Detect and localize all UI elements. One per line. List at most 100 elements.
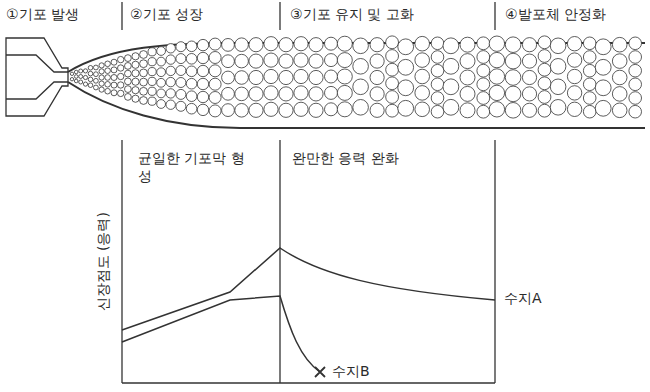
stage-label: ①기포 발생 (6, 6, 79, 24)
bubble (111, 59, 117, 65)
bubble (567, 69, 581, 83)
bubble (111, 67, 117, 73)
bubble (140, 60, 148, 68)
bubble (157, 57, 166, 66)
bubble (186, 41, 197, 52)
bubble (99, 75, 104, 80)
bubble (279, 87, 293, 101)
bubble (415, 102, 430, 117)
stage-label: ④발포체 안정화 (505, 6, 606, 24)
bubble (477, 37, 490, 50)
bubble (157, 47, 166, 56)
bubble (583, 105, 596, 118)
bubble (157, 100, 166, 109)
bubble (118, 90, 124, 96)
bubble (197, 104, 208, 115)
bubble (309, 70, 323, 84)
bubble (264, 102, 278, 116)
bubble (222, 71, 235, 84)
bubble (583, 92, 596, 105)
bubble (197, 65, 208, 76)
bubble (88, 71, 93, 76)
bubble (125, 78, 132, 85)
bubble (294, 86, 308, 100)
bubble (176, 101, 186, 111)
bubble (264, 53, 278, 67)
bubble (105, 88, 111, 94)
bubble (94, 72, 99, 77)
bubble (148, 77, 156, 85)
bubble (186, 91, 197, 102)
stage-divider (279, 2, 280, 30)
bubble (325, 54, 338, 67)
bubble (140, 69, 148, 77)
bubble (443, 99, 459, 115)
bubble (538, 36, 551, 49)
bubble (157, 68, 166, 77)
bubble (125, 63, 132, 70)
bubble (386, 104, 399, 117)
bubble (550, 38, 566, 54)
bubble (629, 37, 642, 50)
bubble (132, 95, 139, 102)
bubble (148, 97, 156, 105)
bubble (279, 103, 293, 117)
bubble (489, 69, 504, 84)
bubble (398, 59, 414, 75)
bubble (79, 75, 83, 79)
bubble (176, 66, 186, 76)
bubble (132, 70, 139, 77)
stage-divider (279, 140, 280, 383)
bubble (370, 87, 384, 101)
bubble (111, 75, 117, 81)
bubble (166, 89, 175, 98)
bubble (279, 54, 293, 68)
bubble (443, 79, 459, 95)
bubble (88, 83, 93, 88)
bubble (125, 86, 132, 93)
bubble (166, 55, 175, 64)
bubble (337, 69, 352, 84)
bubble (209, 92, 221, 104)
bubble (353, 79, 369, 95)
bubble (309, 103, 323, 117)
bubble (489, 52, 504, 67)
bubble (370, 103, 384, 117)
bubble (294, 69, 308, 83)
bubble (309, 87, 323, 101)
bubble (105, 61, 111, 67)
bubble (140, 97, 148, 105)
bubble (294, 53, 308, 67)
bubble (125, 70, 132, 77)
bubble (337, 102, 352, 117)
bubble (264, 37, 278, 51)
bubble (370, 38, 384, 52)
bubble (595, 80, 611, 96)
bubble (325, 86, 338, 99)
stage-divider (121, 2, 122, 30)
bubble (140, 78, 148, 86)
stage-divider (494, 140, 495, 383)
bubble (370, 54, 384, 68)
bubble (70, 72, 73, 75)
bubble (118, 73, 124, 79)
bubble (386, 91, 399, 104)
bubble (595, 59, 611, 75)
bubble (460, 54, 475, 69)
bubble (186, 103, 197, 114)
bubble (477, 105, 490, 118)
bubble (235, 87, 249, 101)
bubble (132, 78, 139, 85)
bubble (325, 37, 338, 50)
bubble (157, 78, 166, 87)
bubble (505, 86, 521, 102)
bubble (74, 70, 78, 74)
bubble (567, 37, 581, 51)
bubble (309, 38, 323, 52)
break-marker (315, 367, 325, 377)
bubble (111, 82, 117, 88)
bubble (477, 92, 490, 105)
bubble (505, 70, 521, 86)
bubble (505, 37, 521, 53)
bubble (460, 70, 475, 85)
